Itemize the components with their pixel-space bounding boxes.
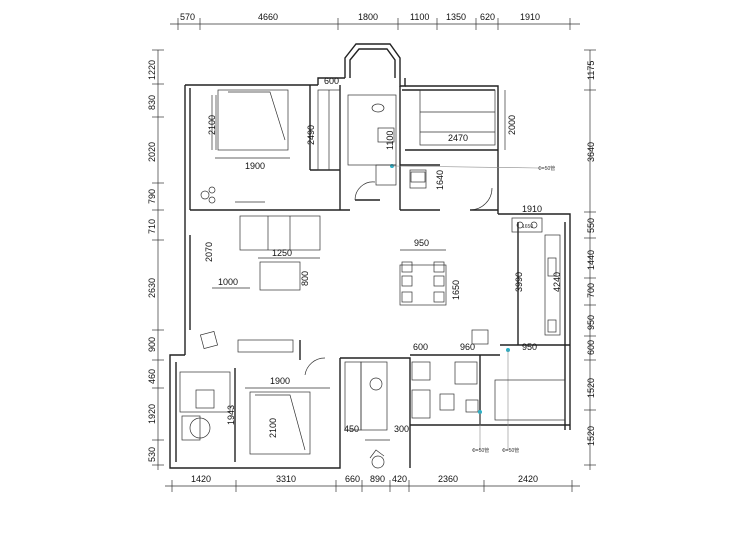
bottom-dimension-line: 1420 3310 660 890 420 2360 2420 bbox=[165, 474, 580, 492]
left-dim-7: 900 bbox=[147, 337, 157, 352]
stove-label: 1650 bbox=[522, 224, 533, 230]
bedroom2-bed-length: 2100 bbox=[268, 418, 278, 438]
tv-cabinet bbox=[239, 215, 321, 251]
cabinet-length: 2070 bbox=[204, 242, 214, 262]
top-dim-5: 1350 bbox=[446, 12, 466, 22]
bottom-dim-3: 660 bbox=[345, 474, 360, 484]
left-dim-6: 2630 bbox=[147, 278, 157, 298]
pipe-label-2: Ф=50管 bbox=[472, 447, 489, 454]
bedroom-2: 1943 1900 2100 bbox=[179, 357, 330, 455]
kitchen-length: 4240 bbox=[552, 272, 562, 292]
left-dim-4: 790 bbox=[147, 189, 157, 204]
left-dim-10: 530 bbox=[147, 447, 157, 462]
bath2-width: 960 bbox=[460, 342, 475, 352]
bottom-dim-2: 3310 bbox=[276, 474, 296, 484]
left-dim-2: 830 bbox=[147, 95, 157, 110]
interior-walls bbox=[190, 85, 570, 462]
bath2-side: 950 bbox=[522, 342, 537, 352]
right-dimension-line: 1175 3640 550 1440 700 950 600 1520 1520 bbox=[584, 49, 596, 470]
bed-2 bbox=[249, 391, 311, 455]
closet-450: 450 bbox=[344, 424, 359, 434]
right-dim-7: 600 bbox=[586, 340, 596, 355]
study-desk-len: 1640 bbox=[435, 170, 445, 190]
study-width: 2470 bbox=[448, 133, 468, 143]
wardrobe-length: 2490 bbox=[306, 125, 316, 145]
bottom-dim-1: 1420 bbox=[191, 474, 211, 484]
dining: 950 1650 bbox=[399, 238, 461, 306]
top-dim-6: 620 bbox=[480, 12, 495, 22]
sofa-width: 1000 bbox=[218, 277, 238, 287]
right-dim-8: 1520 bbox=[586, 378, 596, 398]
bathroom-1: 1100 bbox=[347, 94, 397, 201]
coffee-table bbox=[259, 261, 301, 291]
left-dim-8: 460 bbox=[147, 369, 157, 384]
right-dim-6: 950 bbox=[586, 315, 596, 330]
bed-1 bbox=[217, 89, 289, 151]
bedroom-1: 2100 1900 2490 600 bbox=[200, 76, 341, 204]
dining-table bbox=[399, 264, 447, 306]
dining-width: 950 bbox=[414, 238, 429, 248]
kitchen: 1910 1650 4240 3990 bbox=[511, 204, 562, 336]
left-dim-3: 2020 bbox=[147, 142, 157, 162]
kitchen-width: 1910 bbox=[522, 204, 542, 214]
pipe-label-1: Ф=50管 bbox=[538, 165, 555, 172]
living-room: 2070 1250 800 1000 bbox=[199, 215, 321, 353]
wardrobe-top: 600 bbox=[324, 76, 339, 86]
top-dim-7: 1910 bbox=[520, 12, 540, 22]
table-length: 800 bbox=[300, 271, 310, 286]
bottom-dim-7: 2420 bbox=[518, 474, 538, 484]
top-dim-1: 570 bbox=[180, 12, 195, 22]
top-dim-4: 1100 bbox=[410, 12, 429, 22]
left-dim-5: 710 bbox=[147, 219, 157, 234]
pipe-label-3: Ф=50管 bbox=[502, 447, 519, 454]
right-dim-3: 550 bbox=[586, 218, 596, 233]
left-dim-1: 1220 bbox=[147, 60, 157, 80]
bottom-dim-5: 420 bbox=[392, 474, 407, 484]
bottom-dim-4: 890 bbox=[370, 474, 385, 484]
left-dim-9: 1920 bbox=[147, 404, 157, 424]
bedroom2-side: 1943 bbox=[226, 405, 236, 425]
bed1-length: 2100 bbox=[207, 115, 217, 135]
top-dim-2: 4660 bbox=[258, 12, 278, 22]
sofa bbox=[237, 339, 294, 353]
bed1-width: 1900 bbox=[245, 161, 265, 171]
study-desk bbox=[419, 89, 496, 146]
left-dimension-line: 1220 830 2020 790 710 2630 900 460 1920 … bbox=[147, 49, 164, 470]
sink-1 bbox=[377, 127, 395, 143]
bath2-top: 600 bbox=[413, 342, 428, 352]
right-dim-5: 700 bbox=[586, 283, 596, 298]
stove bbox=[511, 217, 543, 233]
toilet-1 bbox=[371, 103, 385, 113]
closet-300: 300 bbox=[394, 424, 409, 434]
dining-length: 1650 bbox=[451, 280, 461, 300]
study-depth: 2000 bbox=[507, 115, 517, 135]
top-dimension-line: 570 4660 1800 1100 1350 620 1910 bbox=[170, 12, 580, 30]
bath1-width: 1100 bbox=[385, 131, 395, 150]
right-dim-2: 3640 bbox=[586, 142, 596, 162]
top-dim-3: 1800 bbox=[358, 12, 378, 22]
bedroom2-width: 1900 bbox=[270, 376, 290, 386]
tv-width: 1250 bbox=[272, 248, 292, 258]
study: 2470 2000 1640 Ф=50管 bbox=[391, 89, 555, 211]
closet-area: 450 300 bbox=[344, 361, 409, 469]
bottom-dim-6: 2360 bbox=[438, 474, 458, 484]
corridor-length: 3990 bbox=[514, 272, 524, 292]
right-dim-4: 1440 bbox=[586, 250, 596, 270]
right-dim-1: 1175 bbox=[586, 61, 596, 80]
bathroom-2: 600 960 950 Ф=50管 Ф=50管 bbox=[411, 329, 566, 454]
right-dim-9: 1520 bbox=[586, 426, 596, 446]
